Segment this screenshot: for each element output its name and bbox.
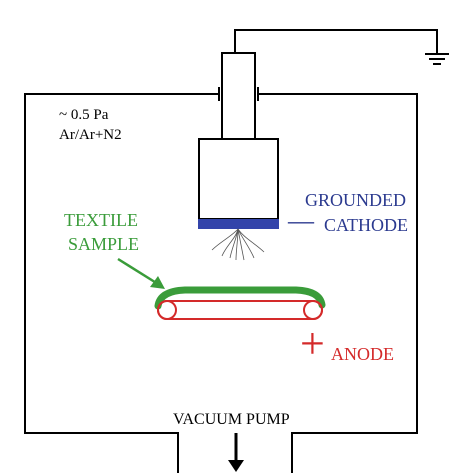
textile-sample: [154, 286, 326, 310]
textile-label-line2: SAMPLE: [68, 234, 139, 254]
feedthrough-insulators: [218, 87, 259, 101]
chamber-wall-left: [24, 93, 219, 473]
anode-label: ANODE: [331, 344, 394, 364]
cathode-body: [198, 138, 279, 220]
cathode-sign: —: [287, 206, 315, 235]
chamber-walls: [24, 93, 418, 473]
cathode-label-line2: CATHODE: [324, 215, 408, 235]
chamber-wall-right: [258, 93, 418, 473]
vacuum-pump-label: VACUUM PUMP: [173, 411, 290, 428]
textile-arrow-shaft: [117, 257, 159, 286]
cathode-stem: [221, 52, 256, 140]
plasma-field-lines: [211, 228, 265, 261]
anode-holder: [157, 300, 323, 320]
ground-wire: [234, 29, 438, 54]
anode-roller-left: [157, 300, 177, 320]
gas-label: Ar/Ar+N2: [59, 127, 122, 143]
sputter-target: [198, 219, 279, 229]
anode-roller-right: [303, 300, 323, 320]
anode-sign: +: [300, 319, 325, 368]
cathode-label-line1: GROUNDED: [305, 190, 406, 210]
textile-arrow-head: [150, 276, 165, 289]
textile-label-line1: TEXTILE: [64, 210, 138, 230]
ground-icon: [425, 53, 449, 65]
pressure-label: ~ 0.5 Pa: [59, 107, 109, 123]
pump-arrow-head: [228, 460, 244, 472]
